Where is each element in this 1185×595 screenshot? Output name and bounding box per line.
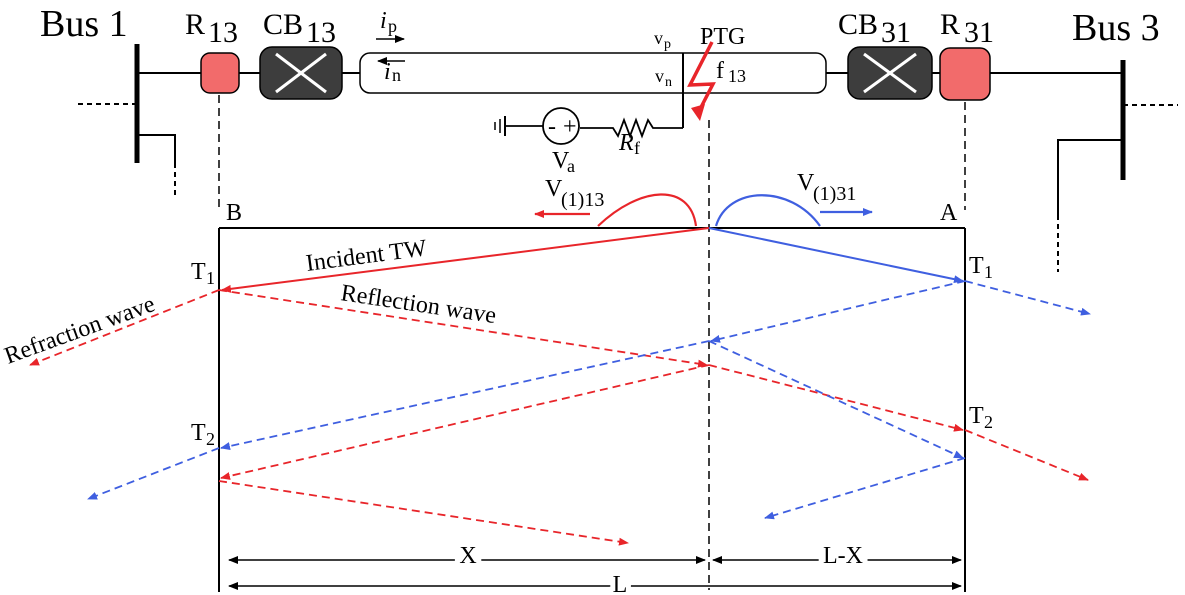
fault-resistor (580, 117, 683, 139)
refraction-wave-a-1 (964, 280, 1091, 316)
time-t1-left: T (191, 259, 206, 285)
svg-text:n: n (392, 65, 401, 85)
fault-lightning-icon (687, 41, 716, 116)
relay-13 (200, 52, 240, 94)
relay-13-sub: 13 (208, 16, 238, 49)
svg-text:1: 1 (206, 268, 215, 288)
reflection-wave-b-2 (218, 480, 629, 546)
dimension-l-label: L (613, 572, 628, 595)
end-a-label: A (940, 200, 958, 226)
refraction-wave-label: Refraction wave (1, 291, 158, 369)
end-b-label: B (226, 200, 242, 226)
svg-text:n: n (665, 75, 672, 90)
refraction-wave-b-1 (29, 289, 220, 366)
current-positive-label: i (380, 8, 387, 34)
svg-text:-: - (548, 114, 556, 140)
svg-text:+: + (563, 114, 577, 140)
wave-right-shape (714, 194, 821, 227)
transmitted-wave-blue (220, 340, 710, 450)
svg-text:f: f (634, 138, 640, 158)
svg-text:(1)31: (1)31 (813, 183, 856, 205)
reflection-wave-fault-blue (708, 340, 964, 459)
voltage-negative-label: v (655, 66, 664, 86)
breaker-31-label: CB (838, 8, 878, 41)
bus-1-label: Bus 1 (40, 3, 128, 45)
incident-wave-right (708, 227, 964, 284)
network-one-line: Bus 1 R 13 CB 13 i p i n v p v n (40, 3, 1178, 272)
relay-31-label: R (940, 8, 960, 41)
dimension-lx-label: L-X (823, 543, 863, 569)
reflection-wave-a-1 (710, 280, 966, 343)
time-t2-right: T (969, 403, 984, 429)
resistor-label: R (618, 130, 634, 156)
wave-left-label: V (545, 176, 563, 202)
fault-type-label: PTG (700, 24, 745, 50)
relay-31 (939, 47, 991, 101)
svg-text:p: p (388, 16, 397, 36)
source-label: V (552, 148, 570, 174)
reflection-wave-a-2 (764, 457, 966, 520)
svg-text:1: 1 (984, 262, 993, 282)
refraction-wave-b-2 (87, 447, 220, 500)
lattice-diagram: B A V (1)13 V (1)31 Incident TW Refracti… (1, 170, 1091, 595)
time-t2-left: T (191, 420, 206, 446)
breaker-13-sub: 13 (306, 16, 336, 49)
transmission-line (359, 52, 827, 94)
svg-text:(1)13: (1)13 (561, 189, 604, 211)
bus-3-feeder-down (1057, 139, 1123, 215)
svg-text:2: 2 (206, 429, 215, 449)
bus-1-feeder-down (137, 134, 176, 163)
time-t1-right: T (969, 253, 984, 279)
voltage-positive-label: v (654, 28, 663, 48)
svg-text:a: a (567, 156, 575, 176)
relay-13-label: R (185, 8, 205, 41)
refraction-wave-a-2 (964, 429, 1089, 481)
wave-right-label: V (797, 170, 815, 196)
breaker-13-label: CB (263, 8, 303, 41)
dimension-x-label: X (459, 543, 476, 569)
wave-left-shape (597, 193, 698, 227)
reflection-wave-fault-red (220, 364, 710, 480)
transmitted-wave-red (708, 364, 964, 432)
breaker-31-sub: 31 (881, 16, 911, 49)
relay-31-sub: 31 (964, 16, 994, 49)
svg-text:2: 2 (984, 412, 993, 432)
incident-wave-left (221, 227, 710, 293)
fault-name-label: f (716, 58, 724, 84)
reflection-wave-b-1 (218, 289, 708, 368)
current-negative-label: i (384, 59, 391, 85)
bus-3-label: Bus 3 (1072, 7, 1160, 49)
svg-text:13: 13 (728, 66, 746, 86)
reflection-wave-label: Reflection wave (339, 280, 498, 329)
svg-text:p: p (664, 37, 671, 52)
